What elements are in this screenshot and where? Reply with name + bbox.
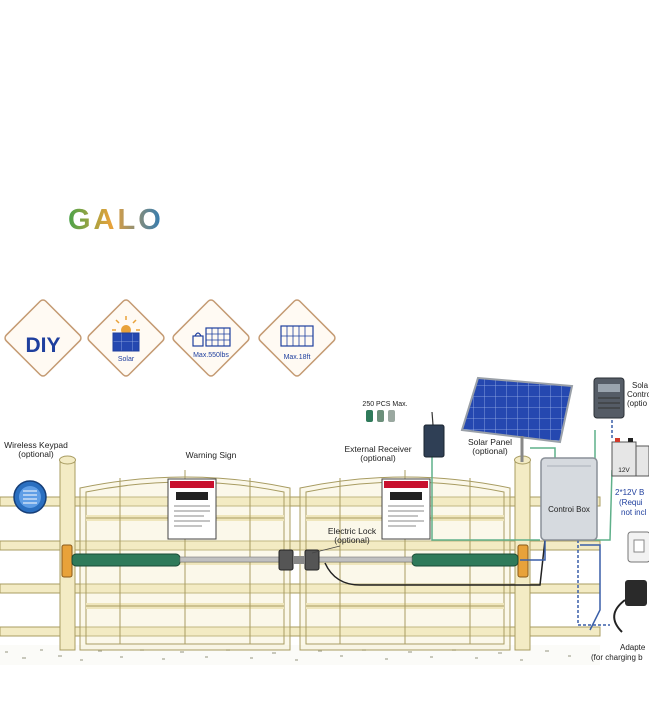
remotes-max-label: 250 PCS Max. <box>362 401 407 408</box>
wireless-keypad-sub: (optional) <box>18 449 54 459</box>
badge-solar: Solar <box>87 299 165 377</box>
external-receiver-label: External Receiver <box>344 444 411 454</box>
wireless-keypad <box>13 480 47 514</box>
power-outlet <box>627 531 649 563</box>
left-actuator <box>61 544 281 578</box>
solar-panel <box>460 376 574 462</box>
electric-lock-sub: (optional) <box>334 535 370 545</box>
badge-max-length: Max.18ft <box>258 299 336 377</box>
badge-solar-label: Solar <box>118 356 135 363</box>
badge-diy-label: DIY <box>25 334 60 357</box>
adapter-label: Adapte <box>620 643 646 652</box>
solar-panel-icon <box>112 332 140 352</box>
batteries-sub: (Requi <box>619 498 643 507</box>
solar-controller-label-3: (optio <box>627 399 648 408</box>
electric-lock <box>278 549 320 571</box>
external-receiver <box>423 411 445 458</box>
control-box-label: Controi Box <box>548 505 590 514</box>
gate-length-icon <box>280 325 314 347</box>
remote-controls <box>366 410 395 422</box>
solar-controller <box>593 377 625 419</box>
solar-panel-sub: (optional) <box>472 446 508 456</box>
adapter-sub: (for charging b <box>591 653 643 662</box>
weight-gate-icon <box>192 327 231 347</box>
galo-logo: GALO <box>68 204 164 236</box>
right-actuator <box>317 544 529 578</box>
solar-controller-label-2: Contro <box>627 390 649 399</box>
solar-panel-label: Solar Panel <box>468 437 512 447</box>
batteries-sub-2: not incl <box>621 508 647 517</box>
badge-diy: DIY <box>4 299 82 377</box>
warning-sign-right <box>381 478 431 540</box>
warning-sign-left <box>167 478 217 540</box>
battery <box>611 438 649 477</box>
solar-controller-label: Sola <box>632 381 649 390</box>
badge-max-length-label: Max.18ft <box>284 354 311 361</box>
electric-lock-label: Electric Lock <box>328 526 377 536</box>
control-box <box>540 457 598 541</box>
badge-max-weight-label: Max.550lbs <box>193 352 229 359</box>
external-receiver-sub: (optional) <box>360 453 396 463</box>
wireless-keypad-label: Wireless Keypad <box>4 440 68 450</box>
wiring <box>324 410 613 631</box>
badge-max-weight: Max.550lbs <box>172 299 250 377</box>
electric-lock-pointer <box>311 545 341 554</box>
batteries-label: 2*12V B <box>615 488 644 497</box>
battery-voltage: 12V <box>618 467 630 474</box>
adapter <box>613 580 647 633</box>
warning-sign-label: Warning Sign <box>186 450 237 460</box>
